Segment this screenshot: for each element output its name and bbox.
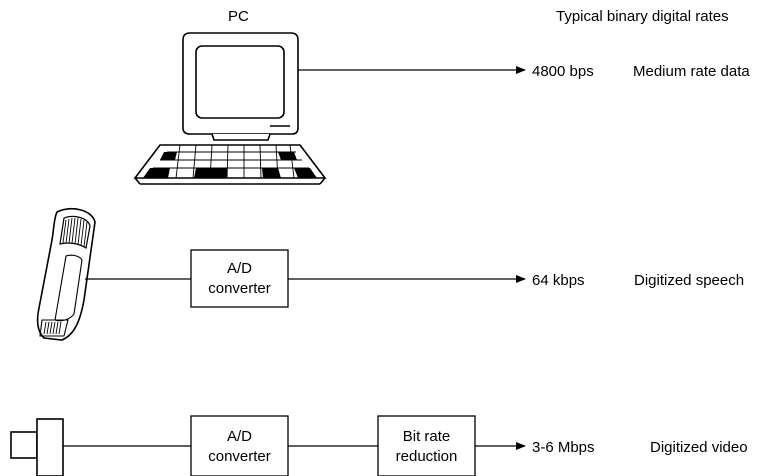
- speech-rate-value: 64 kbps: [532, 272, 585, 289]
- rates-heading: Typical binary digital rates: [556, 8, 729, 25]
- speech-rate-description: Digitized speech: [634, 272, 745, 289]
- pc-label: PC: [228, 8, 249, 25]
- video-ad-line1: A/D: [226, 428, 252, 445]
- video-camera-icon: [10, 418, 64, 476]
- pc-rate-description: Medium rate data: [633, 63, 750, 80]
- speech-ad-converter-box: [190, 249, 289, 308]
- speech-ad-converter-label: A/D converter: [191, 259, 288, 299]
- speech-ad-line1: A/D: [226, 260, 252, 277]
- bit-rate-reduction-box: [377, 415, 476, 476]
- video-ad-line2: converter: [208, 448, 271, 465]
- pc-icon: [133, 32, 327, 185]
- video-ad-converter-box: [190, 415, 289, 476]
- pc-rate-value: 4800 bps: [532, 63, 594, 80]
- video-rate-description: Digitized video: [650, 439, 748, 456]
- bit-rate-line1: Bit rate: [402, 428, 451, 445]
- speech-ad-line2: converter: [208, 280, 271, 297]
- video-rate-value: 3-6 Mbps: [532, 439, 595, 456]
- telephone-handset-icon: [36, 208, 96, 341]
- bit-rate-line2: reduction: [395, 448, 458, 465]
- bit-rate-reduction-label: Bit rate reduction: [378, 427, 475, 467]
- video-ad-converter-label: A/D converter: [191, 427, 288, 467]
